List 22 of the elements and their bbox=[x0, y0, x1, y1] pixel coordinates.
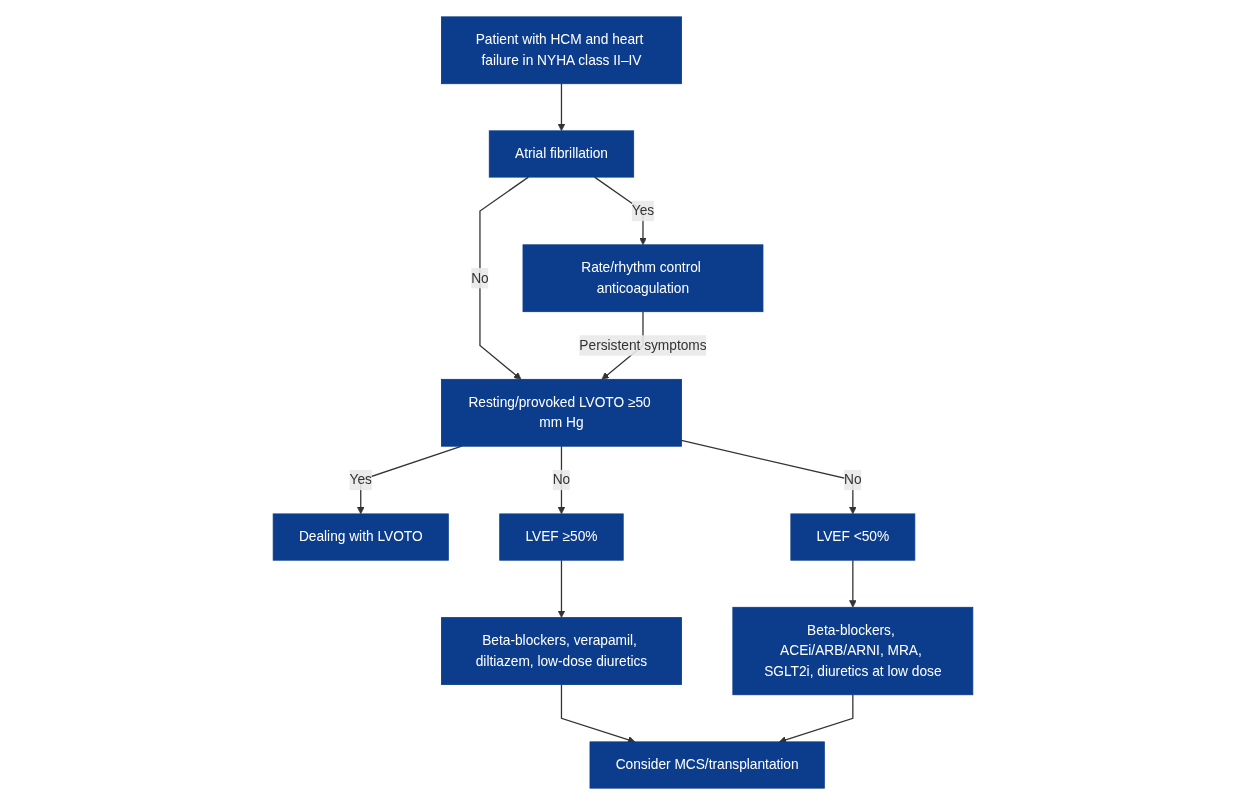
arrow bbox=[479, 176, 529, 380]
arrow bbox=[680, 439, 857, 515]
node-box: Patient with HCM and heart failure in NYHA class II–IV bbox=[441, 16, 682, 85]
node-box: Consider MCS/transplantation bbox=[589, 741, 825, 789]
edge-label: Persistent symptoms bbox=[579, 337, 707, 353]
node-box: Beta-blockers, verapamil, diltiazem, low-dose diuretics bbox=[441, 617, 682, 685]
edge-label: Yes bbox=[349, 472, 372, 487]
node-box: LVEF ≥50% bbox=[499, 513, 624, 561]
edge-label: No bbox=[844, 472, 862, 487]
node-box: Rate/rhythm control anticoagulation bbox=[522, 244, 764, 313]
arrow bbox=[593, 176, 647, 246]
edge-label: No bbox=[552, 472, 571, 487]
node-box: Dealing with LVOTO bbox=[272, 513, 449, 561]
arrow bbox=[557, 83, 566, 132]
node-box: LVEF <50% bbox=[790, 513, 916, 561]
arrow bbox=[557, 559, 566, 618]
edge-label: Yes bbox=[631, 203, 655, 218]
arrow bbox=[849, 559, 857, 608]
node-box: Beta-blockers, ACEi/ARB/ARNI, MRA, SGLT2i, diuretics at low dose bbox=[732, 606, 974, 696]
node-box: Resting/provoked LVOTO ≥50 mm Hg bbox=[441, 378, 682, 447]
edge-label: No bbox=[471, 270, 489, 286]
node-box: Atrial fibrillation bbox=[488, 130, 635, 178]
